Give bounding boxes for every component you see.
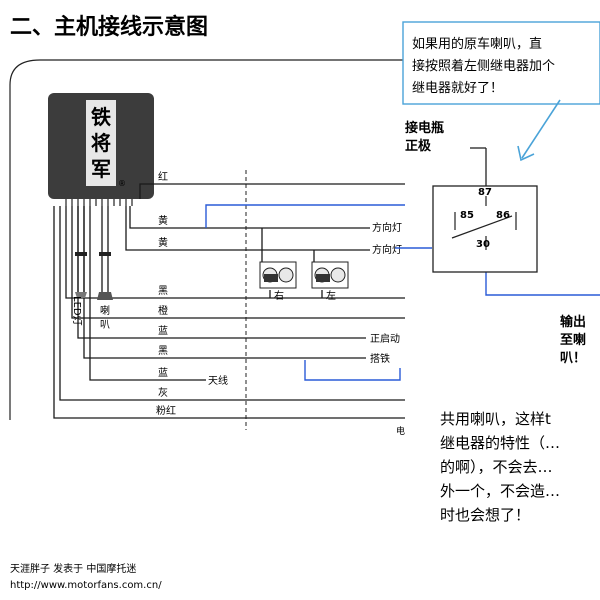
svg-text:如果用的原车喇叭，直: 如果用的原车喇叭，直 [412, 36, 542, 52]
lamp-left: 左 [311, 261, 349, 302]
output-label: 输出 至喇 叭！ [560, 314, 586, 366]
svg-text:接按照着左侧继电器加个: 接按照着左侧继电器加个 [412, 58, 555, 74]
svg-text:继电器的特性（…: 继电器的特性（… [440, 434, 560, 452]
svg-text:输出: 输出 [560, 314, 586, 330]
blue-wires [205, 204, 600, 381]
lamp-right: 右 [259, 261, 297, 302]
blue-wire-ground [304, 360, 401, 381]
alarm-unit-label-2: 将 [91, 131, 111, 155]
battery-label: 接电瓶 正极 [405, 120, 444, 154]
registered-mark: ® [118, 179, 126, 188]
relay-pin-87: 87 [478, 187, 492, 198]
svg-text:外一个，不会造…: 外一个，不会造… [440, 482, 560, 500]
outer-frame [9, 59, 600, 86]
wire-label-black-1: 黑 [158, 285, 168, 297]
relay-pin-86: 86 [496, 210, 510, 221]
horn-icon [97, 292, 113, 300]
svg-text:至喇: 至喇 [560, 332, 586, 348]
lamp-left-label: 左 [326, 289, 336, 302]
wire-blue-2 [89, 206, 200, 381]
relay-pins: 87 85 86 30 [460, 187, 510, 250]
wire-yellow-1 [129, 206, 370, 229]
svg-text:接电瓶: 接电瓶 [405, 120, 444, 136]
wire-yellow-2 [125, 206, 370, 251]
alarm-unit-label-panel [86, 100, 116, 186]
wire-label-yellow-2: 黄 [158, 236, 168, 249]
antenna-label: 天线 [208, 374, 228, 387]
ground-label: 搭铁 [370, 352, 390, 365]
horn-label-2: 叭 [100, 319, 110, 331]
alarm-unit-label-3: 军 [91, 157, 111, 181]
wire-grey [59, 206, 405, 401]
cut-label: 电 [396, 425, 405, 437]
blue-wire-top [205, 204, 405, 228]
footer-url: http://www.motorfans.com.cn/ [10, 580, 162, 591]
alarm-unit-label-1: 铁 [91, 105, 111, 129]
svg-text:叭！: 叭！ [560, 351, 586, 366]
callout-text: 如果用的原车喇叭，直 接按照着左侧继电器加个 继电器就好了！ [412, 36, 555, 96]
relay-internals [451, 196, 517, 250]
start-label: 正启动 [370, 332, 400, 345]
turn-signal-label-2: 方向灯 [372, 243, 402, 256]
footer-author: 天涯胖子 发表于 中国摩托迷 [10, 562, 136, 575]
wire-labels: 红 黄 黄 黑 橙 蓝 黑 蓝 灰 粉红 [156, 170, 176, 417]
led-label: LED灯 [71, 296, 83, 326]
page-title: 二、主机接线示意图 [10, 14, 208, 40]
callout-arrow [517, 99, 561, 162]
wire-bundle [53, 183, 405, 419]
wire-label-grey: 灰 [158, 386, 168, 399]
lamp-right-label: 右 [274, 289, 284, 302]
led-icon [75, 292, 87, 298]
wire-label-blue-1: 蓝 [158, 325, 168, 337]
svg-text:时也会想了！: 时也会想了！ [440, 506, 530, 524]
relay-box [432, 185, 538, 273]
side-labels: 喇 叭 LED灯 [71, 296, 110, 331]
wire-label-pink-red: 粉红 [156, 404, 176, 417]
svg-text:正极: 正极 [405, 138, 432, 154]
wire-black-1 [65, 206, 405, 299]
svg-text:继电器就好了！: 继电器就好了！ [412, 81, 503, 96]
wire-label-red: 红 [158, 170, 168, 183]
connector-markers [75, 252, 111, 256]
turn-signal-label-1: 方向灯 [372, 221, 402, 234]
relay-pin-30: 30 [476, 239, 490, 250]
note-text: 共用喇叭，这样t 继电器的特性（… 的啊），不会去… 外一个，不会造… 时也会想… [440, 410, 560, 524]
relay-pin-85: 85 [460, 210, 474, 221]
wire-label-black-2: 黑 [158, 345, 168, 357]
wire-red [139, 183, 405, 199]
footer: 天涯胖子 发表于 中国摩托迷 http://www.motorfans.com.… [10, 562, 162, 591]
svg-text:的啊），不会去…: 的啊），不会去… [440, 458, 553, 476]
wire-target-labels: 方向灯 方向灯 正启动 搭铁 天线 电 [208, 221, 405, 437]
wire-label-blue-2: 蓝 [158, 367, 168, 379]
wire-pink-red [53, 206, 405, 419]
wire-orange [71, 206, 405, 319]
callout-box [402, 21, 600, 105]
svg-text:共用喇叭，这样t: 共用喇叭，这样t [440, 410, 551, 428]
wire-label-orange: 橙 [158, 304, 168, 317]
wire-label-yellow-1: 黄 [158, 214, 168, 227]
horn-label-1: 喇 [100, 305, 110, 317]
connector-pins [65, 199, 133, 206]
